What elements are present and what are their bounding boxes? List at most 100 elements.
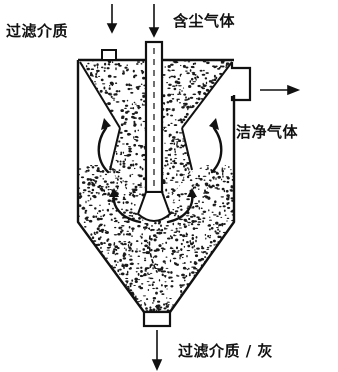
- granule-speck: [103, 301, 104, 302]
- granule-speck: [206, 165, 209, 166]
- granule-speck: [204, 310, 206, 312]
- clean-gas-outlet-label: 洁净气体: [236, 121, 298, 142]
- granule-speck: [179, 234, 182, 236]
- granule-speck: [113, 93, 115, 95]
- granule-speck: [183, 65, 186, 68]
- granule-speck: [144, 229, 145, 231]
- granule-speck: [213, 133, 215, 135]
- granule-speck: [90, 270, 93, 272]
- granule-speck: [176, 146, 179, 148]
- granule-speck: [140, 166, 141, 168]
- granule-speck: [143, 274, 147, 276]
- granule-speck: [139, 117, 141, 119]
- granule-speck: [225, 78, 227, 80]
- granule-speck: [227, 171, 230, 173]
- granule-speck: [192, 135, 195, 136]
- granule-speck: [142, 248, 145, 251]
- granule-speck: [86, 163, 90, 165]
- granule-speck: [226, 152, 229, 155]
- granule-speck: [212, 212, 214, 213]
- granule-speck: [135, 163, 138, 165]
- granule-speck: [179, 132, 183, 133]
- granule-speck: [105, 232, 107, 234]
- granule-speck: [178, 85, 182, 86]
- granule-speck: [213, 214, 217, 215]
- granule-speck: [121, 187, 123, 189]
- granule-speck: [116, 253, 119, 255]
- granule-speck: [84, 226, 87, 228]
- granule-speck: [90, 148, 92, 150]
- granule-speck: [198, 303, 201, 304]
- granule-speck: [108, 186, 110, 188]
- granule-speck: [87, 109, 89, 111]
- granule-speck: [215, 289, 217, 290]
- granule-speck: [230, 281, 233, 283]
- granule-speck: [165, 189, 167, 192]
- granule-speck: [169, 100, 173, 103]
- granule-speck: [185, 173, 187, 176]
- granule-speck: [95, 92, 97, 94]
- granule-speck: [152, 302, 154, 303]
- granule-speck: [201, 196, 202, 198]
- granule-speck: [195, 178, 198, 179]
- granule-speck: [164, 66, 165, 68]
- granule-speck: [97, 133, 101, 136]
- granule-speck: [179, 205, 182, 207]
- granule-speck: [82, 305, 86, 307]
- granule-speck: [121, 117, 124, 119]
- granule-speck: [118, 191, 122, 193]
- granule-speck: [92, 126, 94, 128]
- granule-speck: [110, 246, 111, 248]
- granule-speck: [193, 268, 195, 270]
- granule-speck: [203, 300, 207, 302]
- granule-speck: [198, 108, 201, 110]
- granule-speck: [205, 161, 207, 163]
- granule-speck: [207, 188, 208, 189]
- granule-speck: [113, 309, 116, 311]
- granule-speck: [177, 81, 180, 84]
- granule-speck: [102, 83, 105, 84]
- granule-speck: [116, 182, 117, 184]
- granule-speck: [139, 187, 142, 188]
- granule-speck: [88, 279, 90, 280]
- granule-speck: [95, 83, 97, 84]
- granule-speck: [207, 159, 210, 160]
- granule-speck: [127, 68, 128, 71]
- granule-speck: [90, 291, 91, 293]
- granule-speck: [176, 164, 177, 166]
- granule-speck: [172, 250, 176, 253]
- granule-speck: [216, 227, 219, 228]
- granule-speck: [224, 243, 226, 245]
- granule-speck: [190, 130, 193, 132]
- granule-speck: [171, 69, 175, 71]
- filter-medium-ash-outlet-label: 过滤介质 / 灰: [178, 340, 273, 361]
- granule-speck: [91, 116, 94, 119]
- granule-speck: [97, 126, 100, 127]
- granule-speck: [195, 147, 197, 149]
- granule-speck: [192, 122, 195, 123]
- granule-speck: [217, 85, 220, 87]
- granule-speck: [214, 200, 216, 203]
- granule-speck: [177, 190, 180, 192]
- granule-speck: [165, 157, 167, 158]
- granule-speck: [228, 80, 231, 82]
- granule-speck: [198, 259, 202, 262]
- granule-speck: [221, 114, 223, 116]
- granule-speck: [164, 176, 167, 178]
- granule-speck: [117, 179, 119, 181]
- granule-speck: [116, 153, 118, 155]
- granule-speck: [79, 106, 80, 108]
- granule-speck: [126, 173, 128, 176]
- granule-speck: [197, 85, 200, 87]
- granule-speck: [184, 221, 188, 222]
- granule-speck: [227, 297, 230, 300]
- granule-speck: [82, 83, 85, 86]
- granule-speck: [199, 293, 202, 295]
- granule-speck: [229, 189, 232, 191]
- granule-speck: [135, 104, 137, 105]
- granule-speck: [88, 191, 91, 193]
- granule-speck: [139, 185, 141, 187]
- granule-speck: [218, 225, 219, 226]
- granule-speck: [210, 134, 211, 136]
- granule-speck: [96, 146, 98, 147]
